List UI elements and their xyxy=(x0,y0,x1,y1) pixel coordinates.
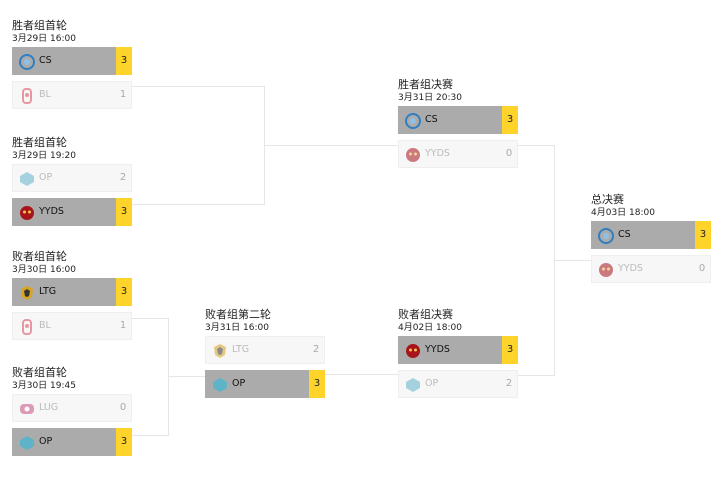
team-row[interactable]: CS 3 xyxy=(398,106,518,134)
team-row[interactable]: OP 3 xyxy=(205,370,325,398)
match-title: 败者组第二轮 xyxy=(205,308,271,321)
team-row[interactable]: CS 3 xyxy=(591,221,711,249)
match-title: 总决赛 xyxy=(591,193,624,206)
match-winners-final: 胜者组决赛 3月31日 20:30 CS 3 YYDS 0 xyxy=(398,78,518,168)
team-name: LTG xyxy=(39,286,57,297)
match-losers-round1-b: 败者组首轮 3月30日 19:45 LUG 0 OP 3 xyxy=(12,366,132,456)
team-score: 3 xyxy=(502,336,518,364)
team-name: YYDS xyxy=(39,206,64,217)
team-score: 3 xyxy=(116,198,132,226)
team-row[interactable]: OP 2 xyxy=(398,370,518,398)
team-score: 3 xyxy=(116,428,132,456)
team-row[interactable]: BL 1 xyxy=(12,81,132,109)
op-logo-icon xyxy=(19,435,35,451)
team-score: 2 xyxy=(505,378,513,389)
team-row[interactable]: LTG 2 xyxy=(205,336,325,364)
team-name: CS xyxy=(39,55,52,66)
match-time: 3月30日 19:45 xyxy=(12,381,76,391)
team-score: 3 xyxy=(695,221,711,249)
cs-logo-icon xyxy=(405,113,421,129)
match-title: 胜者组首轮 xyxy=(12,19,67,32)
bracket-connector xyxy=(168,376,205,377)
match-title: 败者组决赛 xyxy=(398,308,453,321)
team-row[interactable]: YYDS 3 xyxy=(12,198,132,226)
team-name: YYDS xyxy=(425,344,450,355)
team-row[interactable]: LTG 3 xyxy=(12,278,132,306)
match-title: 胜者组决赛 xyxy=(398,78,453,91)
team-score: 0 xyxy=(698,263,706,274)
team-name: BL xyxy=(39,89,51,100)
team-score: 3 xyxy=(309,370,325,398)
match-time: 3月29日 16:00 xyxy=(12,34,76,44)
op-logo-icon xyxy=(212,377,228,393)
yyds-logo-icon xyxy=(598,262,614,278)
team-name: OP xyxy=(425,378,439,389)
team-score: 2 xyxy=(119,172,127,183)
team-name: LTG xyxy=(232,344,250,355)
match-winners-round1-b: 胜者组首轮 3月29日 19:20 OP 2 YYDS 3 xyxy=(12,136,132,226)
match-losers-round1-a: 败者组首轮 3月30日 16:00 LTG 3 BL 1 xyxy=(12,250,132,340)
team-score: 3 xyxy=(502,106,518,134)
team-name: OP xyxy=(232,378,246,389)
team-row[interactable]: LUG 0 xyxy=(12,394,132,422)
team-row[interactable]: OP 2 xyxy=(12,164,132,192)
bracket-connector xyxy=(132,318,169,436)
yyds-logo-icon xyxy=(405,147,421,163)
match-title: 败者组首轮 xyxy=(12,366,67,379)
bracket-connector xyxy=(518,145,555,376)
match-time: 3月31日 16:00 xyxy=(205,323,269,333)
team-name: YYDS xyxy=(425,148,450,159)
bracket-connector xyxy=(132,86,265,205)
op-logo-icon xyxy=(405,377,421,393)
team-row[interactable]: CS 3 xyxy=(12,47,132,75)
team-row[interactable]: YYDS 3 xyxy=(398,336,518,364)
team-row[interactable]: BL 1 xyxy=(12,312,132,340)
team-name: OP xyxy=(39,436,53,447)
match-time: 4月03日 18:00 xyxy=(591,208,655,218)
yyds-logo-icon xyxy=(405,343,421,359)
ltg-logo-icon xyxy=(19,285,35,301)
team-name: YYDS xyxy=(618,263,643,274)
team-name: LUG xyxy=(39,402,59,413)
match-time: 3月29日 19:20 xyxy=(12,151,76,161)
match-winners-round1-a: 胜者组首轮 3月29日 16:00 CS 3 BL 1 xyxy=(12,19,132,109)
team-row[interactable]: YYDS 0 xyxy=(398,140,518,168)
match-time: 3月30日 16:00 xyxy=(12,265,76,275)
bracket-connector xyxy=(325,374,398,375)
bl-logo-icon xyxy=(19,319,35,335)
team-score: 3 xyxy=(116,47,132,75)
match-losers-round2: 败者组第二轮 3月31日 16:00 LTG 2 OP 3 xyxy=(205,308,325,398)
team-score: 1 xyxy=(119,320,127,331)
team-score: 3 xyxy=(116,278,132,306)
match-time: 4月02日 18:00 xyxy=(398,323,462,333)
cs-logo-icon xyxy=(19,54,35,70)
team-row[interactable]: YYDS 0 xyxy=(591,255,711,283)
team-score: 2 xyxy=(312,344,320,355)
match-grand-final: 总决赛 4月03日 18:00 CS 3 YYDS 0 xyxy=(591,193,711,283)
bl-logo-icon xyxy=(19,88,35,104)
team-name: OP xyxy=(39,172,53,183)
yyds-logo-icon xyxy=(19,205,35,221)
cs-logo-icon xyxy=(598,228,614,244)
match-time: 3月31日 20:30 xyxy=(398,93,462,103)
team-name: CS xyxy=(425,114,438,125)
team-score: 1 xyxy=(119,89,127,100)
team-score: 0 xyxy=(119,402,127,413)
bracket-connector xyxy=(264,145,398,146)
match-title: 胜者组首轮 xyxy=(12,136,67,149)
match-losers-final: 败者组决赛 4月02日 18:00 YYDS 3 OP 2 xyxy=(398,308,518,398)
team-score: 0 xyxy=(505,148,513,159)
match-title: 败者组首轮 xyxy=(12,250,67,263)
bracket-connector xyxy=(554,260,591,261)
team-row[interactable]: OP 3 xyxy=(12,428,132,456)
team-name: BL xyxy=(39,320,51,331)
op-logo-icon xyxy=(19,171,35,187)
lug-logo-icon xyxy=(19,401,35,417)
team-name: CS xyxy=(618,229,631,240)
ltg-logo-icon xyxy=(212,343,228,359)
